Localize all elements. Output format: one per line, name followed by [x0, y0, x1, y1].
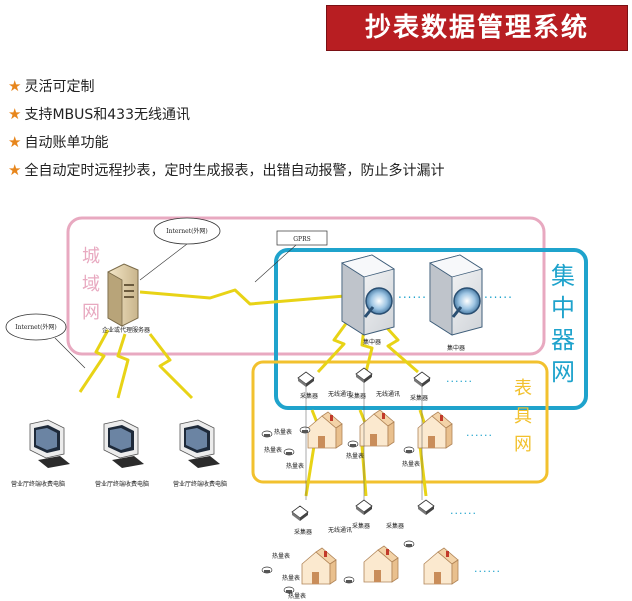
zone-label-meter: 表: [514, 378, 532, 399]
wireless-label: 无线通讯: [328, 390, 352, 398]
heat-meter-icon: [283, 448, 295, 456]
server-icon: [107, 263, 139, 327]
computer-icon: [179, 419, 221, 469]
collector-label: 采集器: [352, 522, 370, 530]
house-icon: [359, 409, 395, 447]
house-icon: [363, 545, 399, 583]
collector-label: 采集器: [294, 528, 312, 536]
terminal-label: 营业厅终端收费电脑: [11, 480, 65, 488]
terminal-label: 营业厅终端收费电脑: [95, 480, 149, 488]
server-label: 企业或代理服务器: [102, 326, 150, 334]
wireless-link: [78, 329, 110, 393]
collector-icon: [417, 499, 435, 516]
collector-icon: [413, 371, 431, 388]
star-icon: ★: [8, 105, 22, 123]
heat-meter-icon: [403, 446, 415, 454]
collector-label: 采集器: [386, 522, 404, 530]
continuation-dots: ......: [446, 372, 473, 385]
star-icon: ★: [8, 77, 22, 95]
house-icon: [301, 547, 337, 585]
wireless-label: 无线通讯: [328, 526, 352, 534]
collector-label: 采集器: [348, 392, 366, 400]
computer-icon: [103, 419, 145, 469]
feature-text: 全自动定时远程抄表，定时生成报表，出错自动报警，防止多计漏计: [24, 163, 445, 179]
wireless-link: [148, 333, 194, 400]
heat-meter-icon: [403, 540, 415, 548]
wireless-link: [316, 317, 352, 374]
house-icon: [307, 411, 343, 449]
zone-label-concentrator: 网: [551, 358, 575, 386]
zone-label-concentrator: 中: [551, 294, 575, 322]
continuation-dots: ......: [466, 426, 493, 439]
concentrator-network-zone: [274, 248, 588, 410]
meter-label: 热量表: [402, 460, 420, 468]
continuation-dots: ......: [484, 287, 513, 301]
concentrator-label: 集中器: [363, 338, 381, 346]
concentrator-icon: [340, 253, 396, 337]
wireless-label: 无线通讯: [376, 390, 400, 398]
heat-meter-icon: [347, 440, 359, 448]
continuation-dots: ......: [474, 562, 501, 575]
zone-label-city: 网: [82, 302, 100, 323]
feature-text: 支持MBUS和433无线通讯: [24, 107, 190, 123]
internet-label: Internet(外网): [15, 323, 57, 331]
computer-icon: [29, 419, 71, 469]
internet-label: Internet(外网): [166, 227, 208, 235]
collector-label: 采集器: [300, 392, 318, 400]
feature-item: ★全自动定时远程抄表，定时生成报表，出错自动报警，防止多计漏计: [8, 156, 528, 184]
meter-label: 热量表: [272, 552, 290, 560]
heat-meter-icon: [261, 430, 273, 438]
zone-label-city: 城: [82, 246, 100, 267]
continuation-dots: ......: [450, 504, 477, 517]
collector-icon: [291, 505, 309, 522]
zone-label-city: 域: [82, 274, 100, 295]
gprs-label: GPRS: [293, 236, 310, 243]
gprs-tag: [276, 230, 328, 246]
heat-meter-icon: [261, 566, 273, 574]
internet-bubble: [5, 313, 67, 341]
meter-label: 热量表: [274, 428, 292, 436]
gprs-link: [139, 288, 346, 306]
terminal-label: 营业厅终端收费电脑: [173, 480, 227, 488]
meter-network-zone: [251, 360, 549, 484]
collector-icon: [355, 499, 373, 516]
collector-label: 采集器: [410, 394, 428, 402]
city-network-zone: [66, 216, 546, 356]
feature-text: 自动账单功能: [24, 135, 109, 151]
collector-icon: [297, 371, 315, 388]
wireless-link: [116, 333, 130, 399]
page-title: 抄表数据管理系统: [364, 13, 589, 43]
title-banner: 抄表数据管理系统: [326, 5, 628, 51]
heat-meter-icon: [299, 426, 311, 434]
collector-icon: [355, 367, 373, 384]
meter-label: 热量表: [286, 462, 304, 470]
zone-label-concentrator: 器: [551, 326, 575, 354]
concentrator-icon: [428, 253, 484, 337]
continuation-dots: ......: [398, 287, 427, 301]
house-icon: [423, 547, 459, 585]
feature-text: 灵活可定制: [24, 79, 95, 95]
feature-item: ★自动账单功能: [8, 128, 528, 156]
feature-item: ★灵活可定制: [8, 72, 528, 100]
meter-label: 热量表: [288, 592, 306, 600]
zone-label-meter: 具: [514, 406, 532, 427]
concentrator-label: 集中器: [447, 344, 465, 352]
star-icon: ★: [8, 133, 22, 151]
zone-label-concentrator: 集: [551, 262, 575, 290]
meter-label: 热量表: [346, 452, 364, 460]
feature-item: ★支持MBUS和433无线通讯: [8, 100, 528, 128]
meter-label: 热量表: [264, 446, 282, 454]
feature-list: ★灵活可定制 ★支持MBUS和433无线通讯 ★自动账单功能 ★全自动定时远程抄…: [8, 72, 528, 184]
heat-meter-icon: [343, 576, 355, 584]
zone-label-meter: 网: [514, 434, 532, 455]
meter-label: 热量表: [282, 574, 300, 582]
star-icon: ★: [8, 161, 22, 179]
